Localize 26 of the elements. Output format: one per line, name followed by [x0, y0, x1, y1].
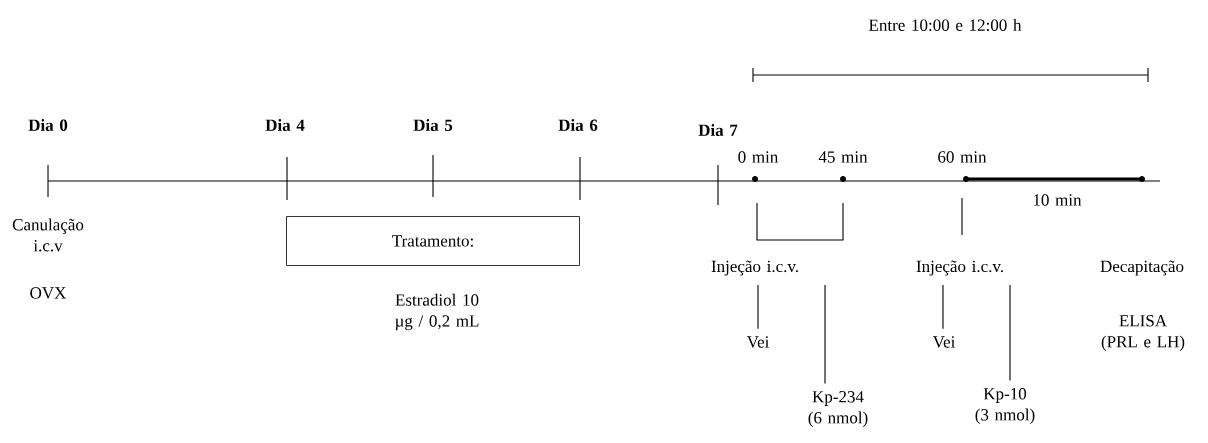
- note-text: Estradiol 10 µg / 0,2 mL: [395, 293, 479, 331]
- text-label: Kp-234 (6 nmol): [808, 391, 868, 427]
- text-label: Injeção i.c.v.: [711, 260, 798, 276]
- text-label: Kp-10 (3 nmol): [975, 388, 1035, 424]
- process-box: Tratamento:: [286, 216, 580, 266]
- leader-line: [757, 284, 759, 330]
- day-label: Dia 4: [265, 119, 305, 131]
- text-label: Injeção i.c.v.: [916, 260, 1003, 276]
- day-label: Dia 7: [698, 124, 738, 136]
- text-label: OVX: [30, 287, 67, 299]
- text-label: Canulação i.c.v: [12, 218, 84, 252]
- text-label: ELISA (PRL e LH): [1101, 315, 1185, 351]
- text-label: Vei: [746, 336, 770, 348]
- time-label: 60 min: [938, 151, 987, 163]
- day-label: Dia 0: [28, 119, 68, 131]
- day-label: Dia 6: [558, 119, 598, 131]
- leader-line: [1009, 284, 1011, 382]
- day-label: Dia 5: [413, 119, 453, 131]
- time-label: 45 min: [818, 151, 868, 163]
- time-label: 0 min: [738, 151, 779, 163]
- leader-line: [942, 284, 944, 330]
- interval-label: Entre 10:00 e 12:00 h: [869, 19, 1022, 31]
- text-label: Vei: [932, 336, 956, 348]
- leader-line: [824, 284, 826, 385]
- time-label: 10 min: [1033, 194, 1082, 206]
- text-label: Decapitação: [1100, 260, 1184, 276]
